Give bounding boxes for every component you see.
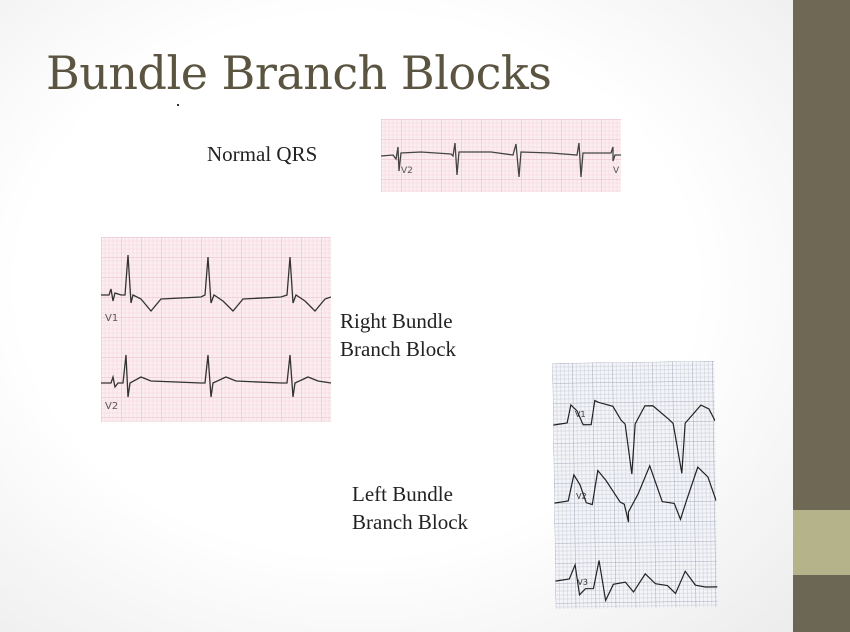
accent-bar-bottom [793, 575, 850, 632]
lead-label: V2 [576, 492, 587, 501]
lbbb-label-line2: Branch Block [352, 510, 469, 534]
lbbb-ecg: V1 V2 V3 [552, 360, 718, 610]
normal-qrs-ecg: V2 V [381, 119, 621, 192]
lead-label: V3 [577, 578, 588, 587]
accent-bar-middle [793, 510, 850, 575]
stray-dot [177, 104, 179, 106]
rbbb-ecg: V1 V2 [101, 237, 331, 422]
slide: Bundle Branch Blocks Normal QRS Right Bu… [0, 0, 793, 632]
lbbb-label: Left Bundle Branch Block [352, 480, 468, 536]
rbbb-label-line1: Right Bundle [340, 309, 453, 333]
lead-label: V1 [105, 313, 118, 324]
rbbb-label: Right Bundle Branch Block [340, 307, 456, 363]
slide-title: Bundle Branch Blocks [46, 46, 552, 100]
lead-label: V [613, 166, 620, 176]
accent-bar-top [793, 0, 850, 510]
lead-label: V2 [401, 166, 413, 176]
lbbb-label-line1: Left Bundle [352, 482, 453, 506]
lead-label: V2 [105, 401, 118, 412]
rbbb-label-line2: Branch Block [340, 337, 457, 361]
normal-qrs-label: Normal QRS [207, 142, 318, 166]
lead-label: V1 [575, 410, 586, 419]
